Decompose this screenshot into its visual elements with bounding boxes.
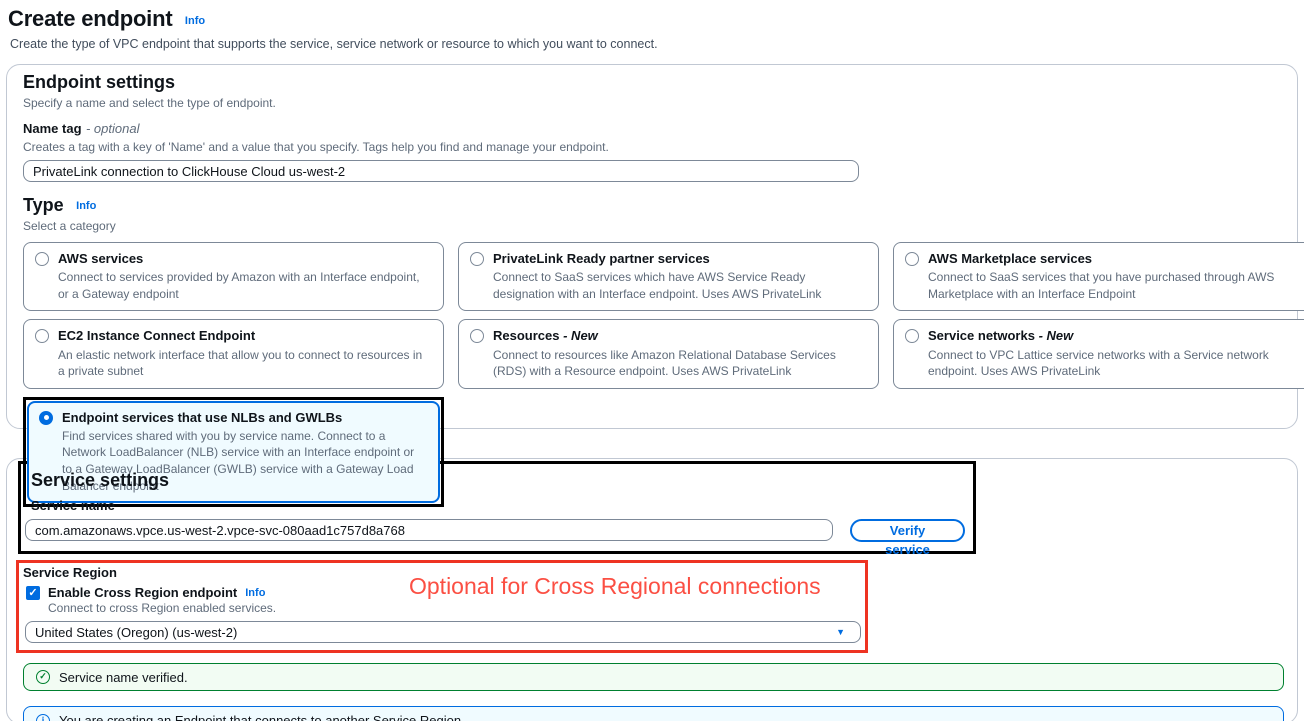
success-check-icon: ✓ [36,670,50,684]
tile-description: Connect to SaaS services that you have p… [928,270,1275,301]
annotation-box-service-settings: Service settings Service name Verify ser… [18,461,976,557]
type-info-link[interactable]: Info [76,200,97,212]
type-description: Select a category [23,219,116,233]
name-tag-help: Creates a tag with a key of 'Name' and a… [23,140,609,154]
type-option-resources[interactable]: Resources - New Connect to resources lik… [458,319,879,389]
endpoint-settings-description: Specify a name and select the type of en… [23,96,276,110]
page-subtitle: Create the type of VPC endpoint that sup… [10,37,658,51]
tile-description: Find services shared with you by service… [62,428,415,493]
name-tag-section: Name tag - optional Creates a tag with a… [23,120,1281,182]
tile-label: Resources - New [493,328,598,344]
service-settings-heading: Service settings [31,470,170,490]
new-badge: - New [563,328,598,344]
tile-description: Connect to resources like Amazon Relatio… [493,347,836,379]
tile-label: AWS Marketplace services [928,251,1093,266]
tile-description: Connect to SaaS services which have AWS … [493,270,822,301]
type-option-aws-services[interactable]: AWS services Connect to services provide… [23,242,444,312]
page-title-info-link[interactable]: Info [184,15,206,27]
annotation-box-selected-tile: Endpoint services that use NLBs and GWLB… [23,396,444,508]
new-badge: - New [1038,328,1074,344]
service-region-label: Service Region [23,565,117,580]
info-icon: i [36,713,50,721]
chevron-down-icon: ▼ [836,627,845,637]
type-option-service-networks[interactable]: Service networks - New Connect to VPC La… [893,319,1304,389]
cross-region-info-text: You are creating an Endpoint that connec… [59,713,462,721]
radio-unselected-icon[interactable] [470,252,484,266]
radio-selected-icon[interactable] [39,410,53,425]
type-option-privatelink-partner-services[interactable]: PrivateLink Ready partner services Conne… [458,242,879,312]
tile-label: Endpoint services that use NLBs and GWLB… [62,409,343,425]
service-name-input[interactable] [25,519,834,541]
tile-label: Service networks - New [928,328,1074,344]
verify-service-button[interactable]: Verify service [850,519,965,557]
radio-unselected-icon[interactable] [905,252,919,266]
name-tag-label: Name tag [23,121,82,136]
type-option-endpoint-services-nlb-gwlb[interactable]: Endpoint services that use NLBs and GWLB… [27,400,440,504]
service-verified-banner: ✓ Service name verified. [23,663,1284,691]
cross-region-checkbox[interactable]: ✓ [26,585,40,600]
radio-unselected-icon[interactable] [470,329,484,344]
tile-description: Connect to VPC Lattice service networks … [928,347,1269,379]
radio-unselected-icon[interactable] [35,252,49,266]
service-verified-text: Service name verified. [59,669,188,685]
cross-region-info-link[interactable]: Info [245,586,266,599]
type-option-ec2-instance-connect[interactable]: EC2 Instance Connect Endpoint An elastic… [23,319,444,389]
endpoint-settings-heading: Endpoint settings [23,72,175,92]
page-title: Create endpoint [8,6,173,31]
cross-region-info-banner: i You are creating an Endpoint that conn… [23,706,1284,721]
tile-label: EC2 Instance Connect Endpoint [58,328,256,344]
radio-unselected-icon[interactable] [905,329,919,344]
service-region-selected-value: United States (Oregon) (us-west-2) [35,624,238,640]
name-tag-input[interactable] [23,160,859,182]
tile-description: An elastic network interface that allow … [58,347,423,379]
tile-label: PrivateLink Ready partner services [493,251,710,266]
service-region-select[interactable]: United States (Oregon) (us-west-2) ▼ [25,621,861,643]
tile-description: Connect to services provided by Amazon w… [58,270,420,301]
service-name-label: Service name [31,498,115,513]
type-tiles-grid: AWS services Connect to services provide… [23,242,1304,508]
type-option-aws-marketplace-services[interactable]: AWS Marketplace services Connect to SaaS… [893,242,1304,312]
endpoint-settings-card: Endpoint settings Specify a name and sel… [6,64,1304,508]
tile-label: AWS services [58,251,144,266]
page-header: Create endpoint Info Create the type of … [6,4,1298,51]
cross-region-help: Connect to cross Region enabled services… [48,601,277,615]
annotation-note-text: Optional for Cross Regional connections [409,573,821,599]
radio-unselected-icon[interactable] [35,329,49,344]
type-heading: Type [23,195,64,215]
annotation-box-service-region: Service Region ✓ Enable Cross Region end… [16,560,868,653]
name-tag-optional: - optional [85,121,140,136]
type-section: Type Info Select a category AWS services… [23,195,1304,508]
cross-region-checkbox-label: Enable Cross Region endpoint [48,585,238,600]
